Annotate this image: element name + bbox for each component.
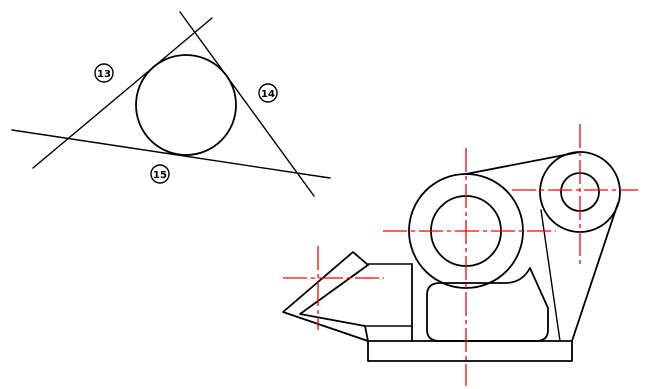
- inner-pocket: [426, 267, 549, 342]
- callout-14: 14: [258, 83, 278, 103]
- callout-15-bubble: [150, 164, 170, 184]
- callout-13-bubble: [94, 63, 114, 83]
- callout-14-bubble: [258, 83, 278, 103]
- right-tangent-edge: [571, 202, 619, 342]
- callout-15: 15: [150, 164, 170, 184]
- tangent-line-14: [179, 11, 315, 197]
- upper-tangent-edge: [465, 151, 581, 175]
- inner-web-edge: [540, 209, 561, 342]
- callout-14-label: 14: [261, 89, 275, 100]
- tangent-circle: [135, 54, 237, 156]
- callout-15-label: 15: [153, 170, 167, 181]
- left-tab-profile: [282, 251, 369, 342]
- tangent-circle-figure: 13 14 15: [11, 11, 331, 197]
- centerlines: [283, 124, 638, 386]
- callout-13: 13: [94, 63, 114, 83]
- base-plate: [367, 340, 573, 362]
- callout-13-label: 13: [97, 69, 111, 80]
- tangent-line-15: [11, 129, 331, 179]
- bracket-part-drawing: [282, 151, 621, 362]
- tangent-line-13: [32, 17, 213, 169]
